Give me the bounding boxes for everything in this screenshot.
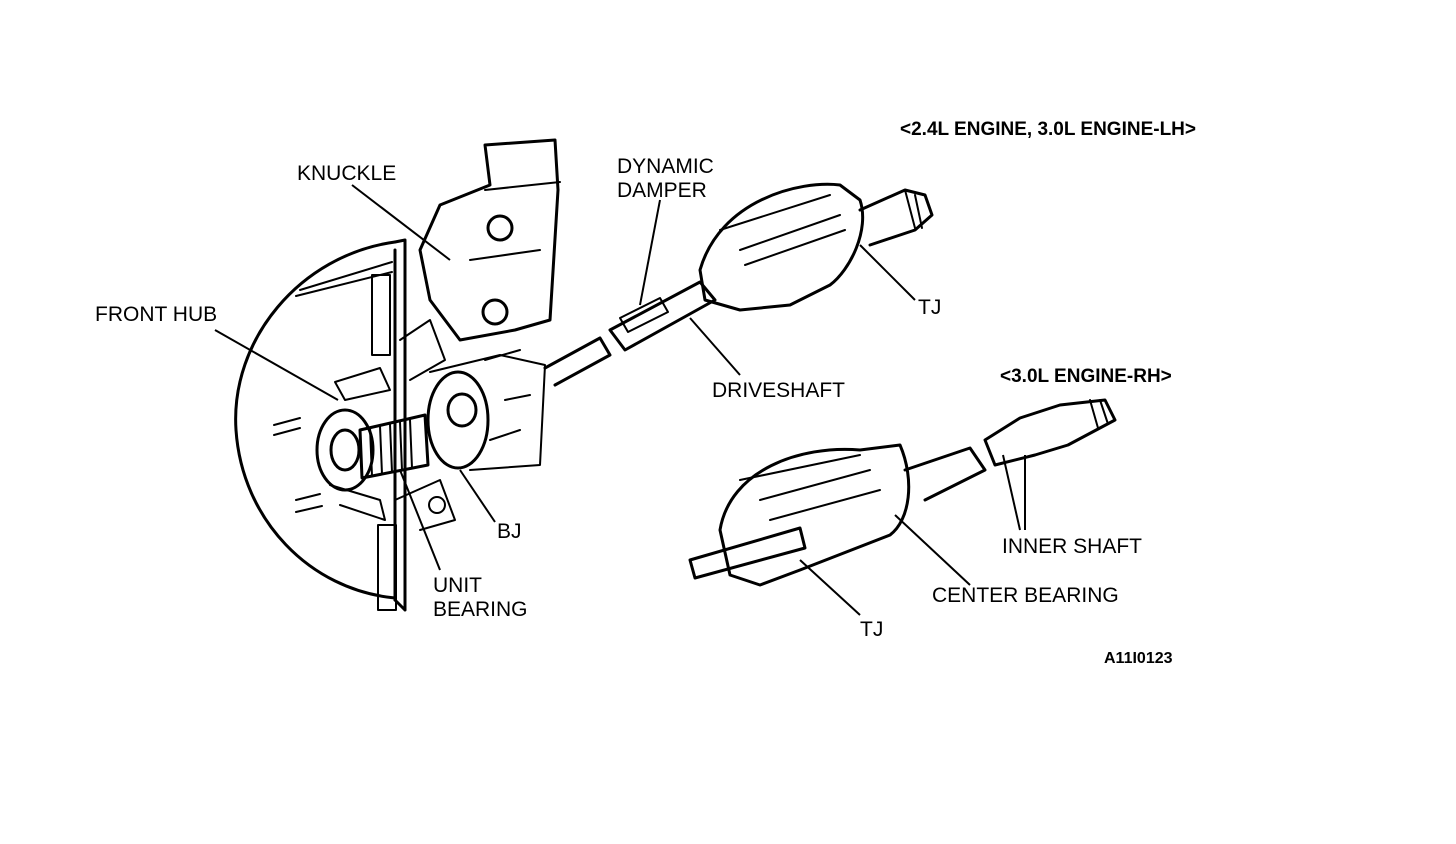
unit-bearing-label-line1: UNIT [433,574,482,597]
dynamic-damper-label-line1: DYNAMIC [617,155,714,178]
unit-bearing-label-line2: BEARING [433,598,528,621]
inner-shaft-label: INNER SHAFT [1002,535,1143,558]
front-hub [315,367,391,521]
front-hub-label: FRONT HUB [95,303,218,326]
lower-driveshaft [688,398,1117,587]
tj-upper-label: TJ [918,296,942,319]
dynamic-damper-label-line2: DAMPER [617,179,707,202]
tj-lower-label: TJ [860,618,884,641]
bj-shaft [358,349,546,480]
center-bearing-label: CENTER BEARING [932,584,1119,607]
upper-driveshaft [543,182,934,387]
bj-label: BJ [497,520,522,543]
driveshaft-label: DRIVESHAFT [712,379,846,402]
leader-lines [214,184,1026,616]
brake-rotor [234,238,407,612]
lh-engine-heading: <2.4L ENGINE, 3.0L ENGINE-LH> [900,119,1197,140]
knuckle [394,138,561,531]
figure-code: A11I0123 [1104,650,1173,667]
rh-engine-heading: <3.0L ENGINE-RH> [1000,366,1172,387]
knuckle-label: KNUCKLE [297,162,397,185]
